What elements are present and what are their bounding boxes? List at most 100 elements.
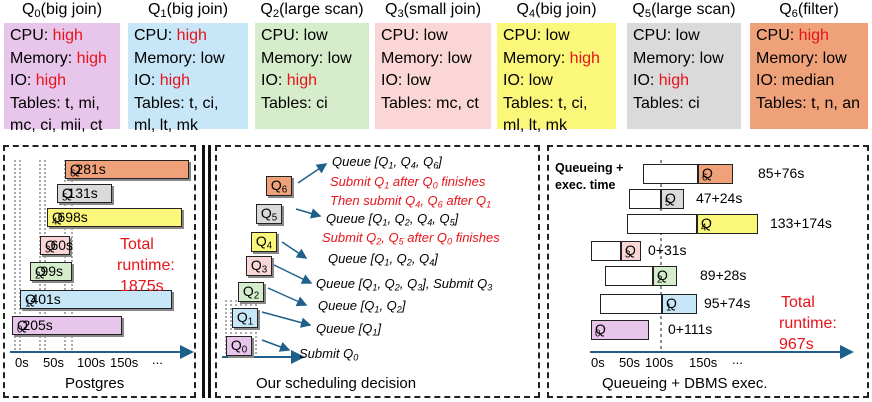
tables-text: Tables: mc, ct	[381, 94, 479, 112]
bar-query-index: 2	[657, 274, 663, 286]
annotation-sub: 1	[384, 257, 390, 268]
metric-value: high	[52, 27, 83, 44]
card-title: Q2(large scan)	[255, 1, 369, 20]
annotation-text: Submit Q	[322, 230, 377, 245]
metric-value: low	[447, 49, 472, 67]
annotation-text: , Q	[393, 154, 411, 169]
annotation-text: Queue [Q	[316, 321, 373, 336]
metric-label: IO:	[134, 72, 160, 89]
annotation-text: Queue [Q	[326, 211, 383, 226]
annotation-sub: 4	[415, 199, 421, 210]
annotation-sub: 1	[388, 160, 394, 171]
metric-label: Memory:	[756, 49, 823, 67]
card-title: Q3(small join)	[375, 1, 491, 20]
bar-time: 205s	[22, 317, 53, 333]
card-metric-row: CPU: high	[134, 25, 225, 48]
card-metric-row: CPU: low	[503, 25, 600, 48]
metric-value: low	[699, 49, 724, 67]
bar-query: Q	[52, 209, 63, 225]
annotation-sub: 2	[396, 304, 402, 315]
bar-query: Q	[625, 242, 636, 258]
schedule-q0: Q0	[226, 336, 252, 356]
queue-time-text: 47+24s	[696, 190, 743, 206]
scheduling-caption: Our scheduling decision	[256, 375, 417, 392]
queueing-tick-50: 50s	[619, 355, 640, 370]
annotation-sub: 1	[384, 180, 390, 191]
annotation-sub: 4	[410, 160, 416, 171]
queue-wait-bar-q2	[605, 266, 653, 286]
tables-text: Tables: t, mi,	[10, 94, 100, 112]
tables-text-cont: mc, ci, mii, ct	[10, 117, 103, 134]
queue-time-text: 0+111s	[668, 321, 713, 337]
bar-query-index: 5	[665, 197, 671, 209]
annotation-text: after Q	[442, 193, 487, 208]
schedule-query-index: 6	[281, 184, 288, 196]
queueing-tick-0: 0s	[591, 355, 605, 370]
card-query-kind: (big join)	[166, 1, 229, 18]
queue-wait-bar-q5	[629, 189, 661, 209]
schedule-query: Q	[255, 233, 267, 249]
annotation-text: Queue [Q	[318, 298, 375, 313]
postgres-tick-100: 100s	[77, 355, 106, 370]
tables-text: Tables: ci	[633, 94, 700, 112]
schedule-annotation: Then submit Q4, Q6 after Q1	[330, 193, 491, 209]
card-tables: Tables: ci	[261, 93, 352, 116]
card-query-kind: (large scan)	[651, 1, 736, 18]
schedule-query-index: 4	[266, 240, 273, 252]
card-metric-row: Memory: low	[633, 48, 724, 71]
card-tables: Tables: t, mi,	[10, 93, 107, 116]
queueing-panel	[547, 145, 869, 398]
postgres-panel	[3, 145, 196, 398]
metric-label: Memory:	[261, 49, 328, 67]
annotation-text: , Q	[379, 298, 397, 313]
queue-time-text: 85+76s	[758, 165, 805, 181]
queue-wait-bar-q6	[643, 164, 698, 184]
annotation-text: , Q	[409, 211, 428, 226]
schedule-query-index: 5	[271, 212, 278, 224]
card-metric-row: IO: high	[261, 70, 352, 93]
annotation-text: Queue [Q	[332, 154, 389, 169]
annotation-sub: 3	[487, 282, 493, 293]
card-metric-row: CPU: low	[261, 25, 352, 48]
card-tables: Tables: t, n, an	[756, 93, 860, 116]
bar-time: 698s	[57, 209, 88, 225]
bar-query: Q	[17, 317, 28, 333]
card-title: Q5(large scan)	[627, 1, 741, 20]
metric-value: low	[406, 72, 431, 89]
card-query-name: Q	[384, 1, 398, 18]
queueing-tick-more: ...	[732, 352, 743, 367]
queue-time-text: 89+28s	[700, 267, 747, 283]
card-query-kind: (filter)	[797, 1, 839, 18]
queue-time-text: 95+74s	[704, 295, 751, 311]
postgres-total-line2: runtime:	[117, 257, 175, 274]
metric-label: CPU:	[756, 27, 799, 44]
queue-time-label: 0+111s	[668, 321, 712, 337]
queueing-tick-100: 100s	[645, 355, 674, 370]
metric-value: low	[327, 49, 352, 67]
postgres-tick-more: ...	[152, 352, 163, 367]
card-metric-row: Memory: high	[503, 48, 600, 71]
card-metric-row: IO: median	[756, 70, 860, 93]
annotation-text: , Q	[415, 154, 434, 169]
metric-label: Memory:	[633, 49, 700, 67]
tables-text: Tables: t, ci,	[503, 94, 588, 112]
bar-query-index: 3	[625, 249, 631, 261]
card-tables: Tables: t, ci,	[503, 93, 600, 116]
queue-wait-bar-q3	[591, 241, 621, 261]
metric-label: IO:	[503, 72, 529, 89]
annotation-text: finishes	[452, 230, 500, 245]
